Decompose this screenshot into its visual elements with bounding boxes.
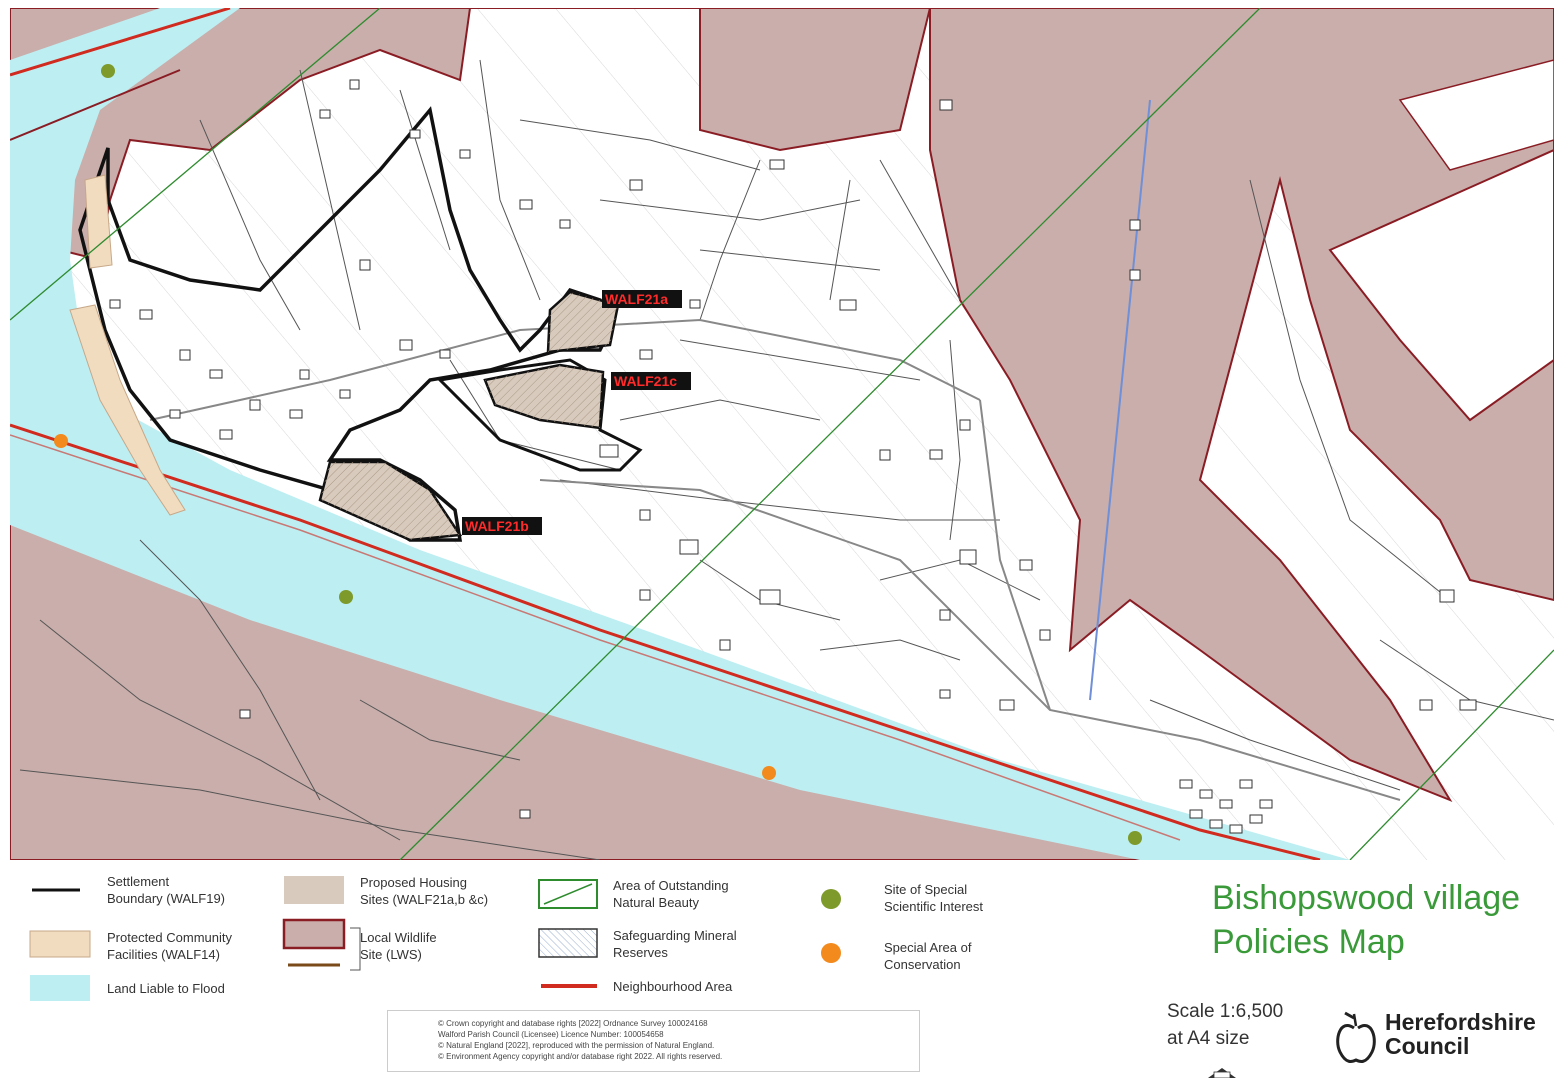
site-label-walf21c: WALF21c bbox=[611, 372, 691, 390]
site-label-walf21b: WALF21b bbox=[462, 517, 542, 535]
sac-marker bbox=[762, 766, 776, 780]
legend-label-mineral: Safeguarding Mineral Reserves bbox=[613, 928, 737, 960]
copyright-line: Walford Parish Council (Licensee) Licenc… bbox=[438, 1030, 664, 1039]
copyright-line: © Natural England [2022], reproduced wit… bbox=[438, 1041, 715, 1050]
legend-label-sssi: Site of Special Scientific Interest bbox=[884, 882, 983, 914]
legend-swatch-sssi bbox=[821, 889, 841, 909]
buildings bbox=[109, 79, 1477, 834]
legend-swatch-housing bbox=[284, 876, 344, 904]
aonb-lines bbox=[10, 8, 1554, 860]
council-name: Herefordshire Council bbox=[1385, 1009, 1536, 1059]
legend-label-neighbourhood: Neighbourhood Area bbox=[613, 979, 733, 994]
map-title: Bishopswood village Policies Map bbox=[1212, 879, 1521, 961]
legend-swatch-flood bbox=[30, 975, 90, 1001]
legend-label-settlement: Settlement Boundary (WALF19) bbox=[107, 874, 226, 906]
scale-text: Scale 1:6,500 at A4 size bbox=[1167, 1001, 1284, 1049]
sac-marker bbox=[54, 434, 68, 448]
legend-label-housing: Proposed Housing Sites (WALF21a,b &c) bbox=[360, 875, 489, 907]
copyright-line: © Crown copyright and database rights [2… bbox=[438, 1019, 708, 1028]
legend-swatch-community bbox=[29, 930, 91, 958]
legend-label-sac: Special Area of Conservation bbox=[884, 940, 972, 972]
svg-text:WALF21b: WALF21b bbox=[465, 518, 529, 534]
svg-text:WALF21a: WALF21a bbox=[605, 291, 668, 307]
sssi-marker bbox=[339, 590, 353, 604]
copyright-line: © Environment Agency copyright and/or da… bbox=[438, 1052, 723, 1061]
legend-label-community: Protected Community Facilities (WALF14) bbox=[107, 930, 232, 962]
community-facility bbox=[69, 304, 186, 516]
legend-swatch-sac bbox=[821, 943, 841, 963]
flood-zone bbox=[10, 8, 1350, 860]
sssi-marker bbox=[1128, 831, 1142, 845]
apple-logo-icon bbox=[1336, 1011, 1376, 1064]
legend-label-flood: Land Liable to Flood bbox=[107, 981, 225, 996]
eastern-wildlife-area bbox=[929, 8, 1554, 803]
north-arrow-icon bbox=[1208, 1068, 1236, 1078]
sssi-marker bbox=[101, 64, 115, 78]
map-canvas: WALF21a WALF21c WALF21b bbox=[10, 8, 1554, 860]
svg-text:WALF21c: WALF21c bbox=[614, 373, 677, 389]
legend-swatch-mineral bbox=[538, 928, 598, 958]
field-boundaries bbox=[19, 59, 1554, 860]
legend-label-wildlife: Local Wildlife Site (LWS) bbox=[360, 930, 437, 962]
copyright-notice: © Crown copyright and database rights [2… bbox=[387, 1010, 920, 1072]
legend-swatch-wildlife bbox=[282, 918, 346, 950]
site-label-walf21a: WALF21a bbox=[602, 290, 682, 308]
legend-label-aonb: Area of Outstanding Natural Beauty bbox=[613, 878, 729, 910]
